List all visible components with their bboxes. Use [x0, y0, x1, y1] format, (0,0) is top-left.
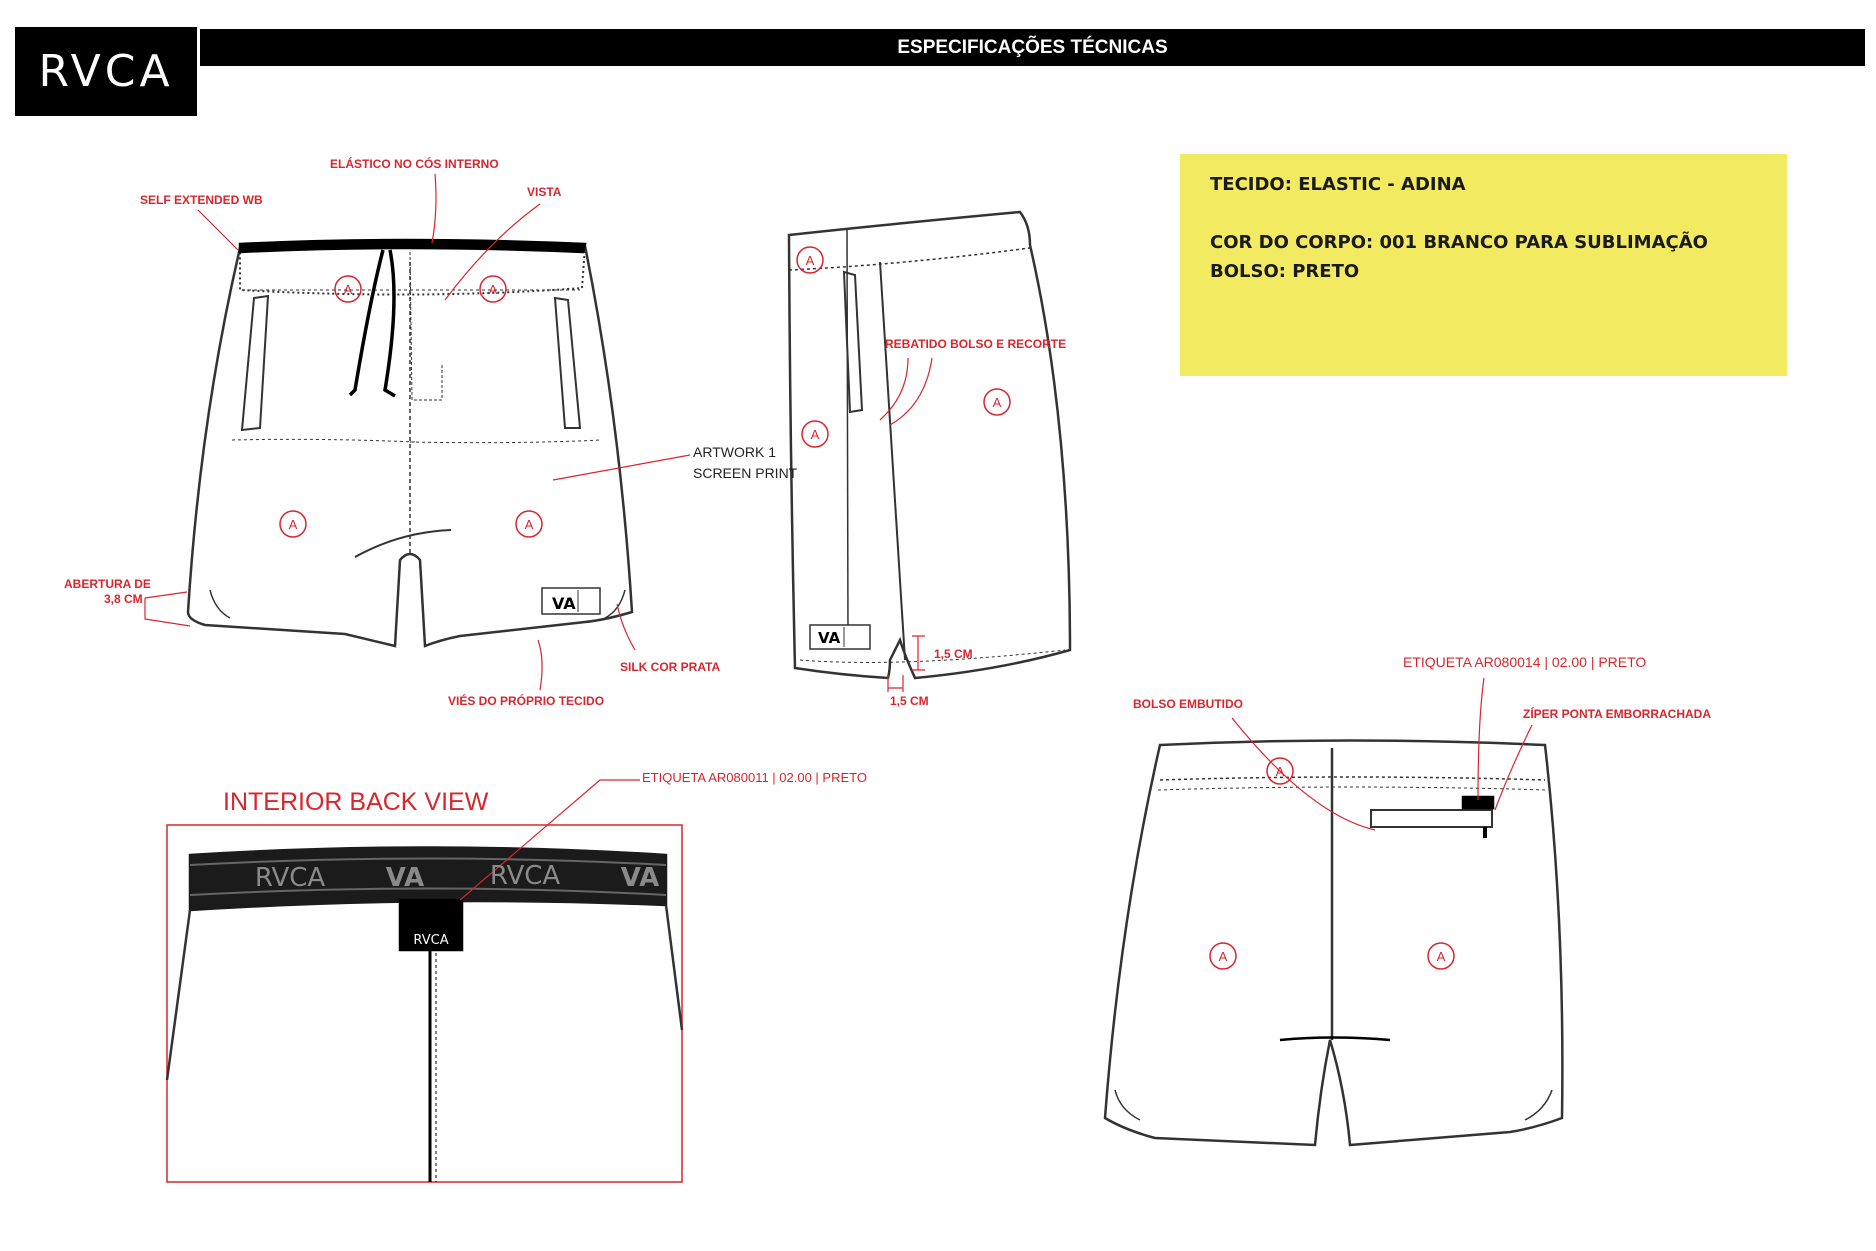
- spec-body-color: COR DO CORPO: 001 BRANCO PARA SUBLIMAÇÃO: [1210, 232, 1708, 253]
- interior-back-view: [165, 824, 684, 1183]
- interior-view-title: INTERIOR BACK VIEW: [223, 788, 489, 816]
- label-artwork: ARTWORK 1: [693, 444, 776, 460]
- label-abertura-size: 3,8 CM: [104, 592, 143, 606]
- marker-a: A: [489, 282, 498, 297]
- label-dim-2: 1,5 CM: [890, 694, 929, 708]
- label-elastico-cos: ELÁSTICO NO CÓS INTERNO: [330, 157, 499, 171]
- label-self-extended-wb: SELF EXTENDED WB: [140, 193, 263, 207]
- header-bar: ESPECIFICAÇÕES TÉCNICAS: [200, 29, 1865, 66]
- label-vista: VISTA: [527, 185, 562, 199]
- svg-text:VA: VA: [552, 594, 576, 613]
- waistband-brand: RVCA: [255, 863, 326, 893]
- waistband-brand: RVCA: [490, 861, 561, 891]
- label-abertura: ABERTURA DE: [64, 577, 151, 591]
- label-vies: VIÉS DO PRÓPRIO TECIDO: [448, 694, 605, 708]
- label-screen-print: SCREEN PRINT: [693, 465, 798, 481]
- label-ziper: ZÍPER PONTA EMBORRACHADA: [1523, 707, 1711, 721]
- marker-a: A: [344, 282, 353, 297]
- marker-a: A: [289, 517, 298, 532]
- rvca-logo: RVCA: [15, 27, 197, 116]
- label-dim-1: 1,5 CM: [934, 647, 973, 661]
- marker-a: A: [811, 427, 820, 442]
- marker-a: A: [1276, 764, 1285, 779]
- annotation-leaders: [144, 173, 1533, 901]
- waistband-mark: VA: [621, 863, 659, 893]
- label-silk: SILK COR PRATA: [620, 660, 721, 674]
- label-bolso-embutido: BOLSO EMBUTIDO: [1133, 697, 1243, 711]
- page-title: ESPECIFICAÇÕES TÉCNICAS: [897, 37, 1168, 58]
- side-view-shorts: VA: [787, 210, 1072, 680]
- marker-a: A: [1437, 949, 1446, 964]
- label-etiqueta-back: ETIQUETA AR080014 | 02.00 | PRETO: [1403, 654, 1647, 670]
- marker-a: A: [1219, 949, 1228, 964]
- fabric-spec-box: TECIDO: ELASTIC - ADINA COR DO CORPO: 00…: [1180, 154, 1787, 376]
- logo-text: RVCA: [38, 46, 174, 97]
- marker-a: A: [525, 517, 534, 532]
- waistband-mark: VA: [386, 863, 424, 893]
- label-rebatido: REBATIDO BOLSO E RECORTE: [885, 337, 1067, 351]
- label-etiqueta-interior: ETIQUETA AR080011 | 02.00 | PRETO: [642, 770, 867, 785]
- back-view-shorts: [1103, 739, 1564, 1147]
- svg-text:VA: VA: [818, 629, 841, 647]
- spec-fabric: TECIDO: ELASTIC - ADINA: [1210, 174, 1466, 195]
- front-view-shorts: VA: [186, 238, 634, 648]
- label-brand: RVCA: [413, 933, 448, 948]
- marker-a: A: [806, 253, 815, 268]
- marker-a: A: [993, 395, 1002, 410]
- material-markers: [279, 246, 1455, 970]
- spec-pocket: BOLSO: PRETO: [1210, 261, 1360, 282]
